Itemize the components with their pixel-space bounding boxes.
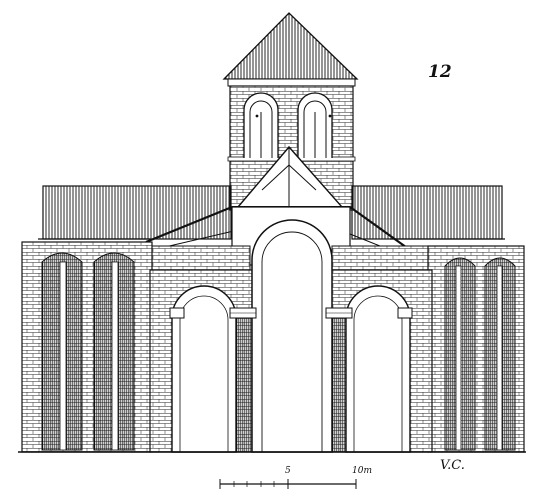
aisle-walls-left xyxy=(21,241,153,453)
scale-bar xyxy=(219,479,357,489)
aisle-walls-right xyxy=(427,245,525,453)
bell-tower xyxy=(222,12,359,211)
artist-signature: V.C. xyxy=(440,458,465,473)
figure-number: 12 xyxy=(428,62,452,82)
scale-end-label: 10m xyxy=(352,466,372,476)
arcade xyxy=(149,219,433,453)
scale-mid-label: 5 xyxy=(285,466,291,476)
aisle-roofs xyxy=(38,185,505,240)
